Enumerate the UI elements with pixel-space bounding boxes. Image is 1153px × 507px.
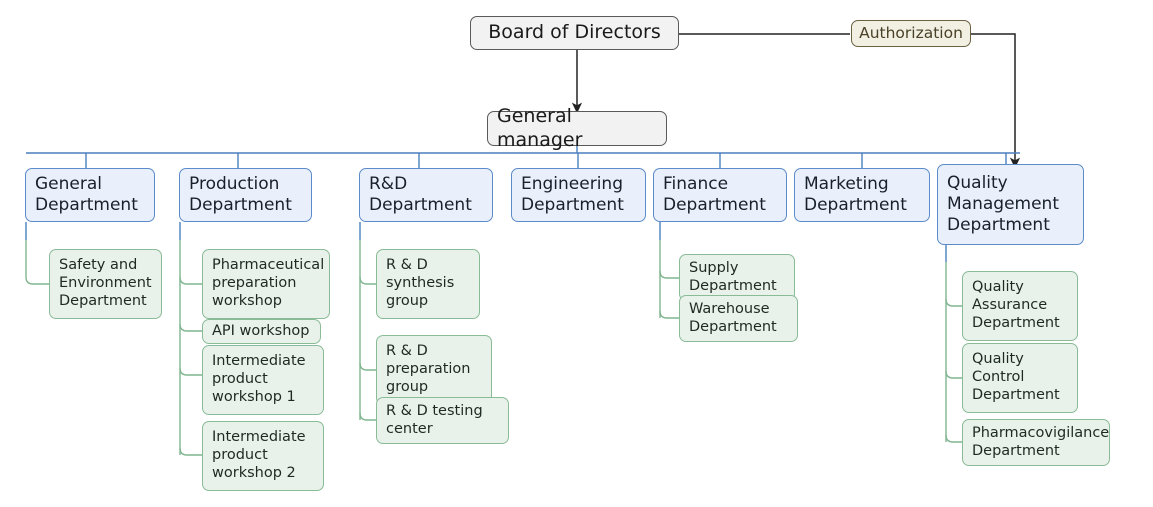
node-label: Quality Assurance Department: [972, 279, 1060, 331]
node-label: Marketing Department: [804, 174, 907, 215]
node-department-finance[interactable]: Finance Department: [653, 168, 787, 222]
branch-rnd-3: [359, 412, 377, 421]
node-subunit-rnd-testing-center[interactable]: R & D testing center: [376, 397, 509, 444]
node-subunit-intermediate-product-workshop-2[interactable]: Intermediate product workshop 2: [202, 421, 324, 491]
node-label: Finance Department: [663, 174, 766, 215]
node-subunit-warehouse-department[interactable]: Warehouse Department: [679, 295, 798, 342]
node-label: Intermediate product workshop 2: [212, 429, 306, 481]
node-department-quality-management[interactable]: Quality Management Department: [937, 164, 1084, 245]
node-label: API workshop: [212, 322, 310, 339]
node-subunit-supply-department[interactable]: Supply Department: [679, 254, 795, 301]
branch-production-4: [179, 447, 203, 456]
link-authorization-quality: [971, 33, 1021, 169]
branch-production-2: [179, 323, 203, 332]
node-subunit-pharmacovigilance-department[interactable]: Pharmacovigilance Department: [962, 419, 1110, 466]
branch-production-3: [179, 367, 203, 376]
node-subunit-api-workshop[interactable]: API workshop: [202, 319, 321, 344]
node-label: Quality Control Department: [972, 351, 1060, 403]
node-label: Safety and Environment Department: [59, 257, 152, 309]
node-department-rnd[interactable]: R&D Department: [359, 168, 493, 222]
node-label: R & D synthesis group: [386, 257, 455, 309]
node-label: General manager: [497, 105, 583, 151]
branch-production-1: [179, 276, 203, 285]
branch-quality-2: [945, 370, 963, 379]
node-label: Engineering Department: [521, 174, 624, 215]
node-label: R & D preparation group: [386, 343, 471, 395]
node-label: General Department: [35, 174, 138, 215]
branch-general-1: [25, 240, 50, 285]
node-label: Intermediate product workshop 1: [212, 353, 306, 405]
node-department-general[interactable]: General Department: [25, 168, 155, 222]
node-department-marketing[interactable]: Marketing Department: [794, 168, 930, 222]
node-label: Pharmaceutical preparation workshop: [212, 257, 325, 309]
node-label: Pharmacovigilance Department: [972, 424, 1110, 459]
node-label: R & D testing center: [386, 402, 483, 437]
node-subunit-rnd-synthesis-group[interactable]: R & D synthesis group: [376, 249, 480, 319]
branch-rnd-1: [359, 276, 377, 285]
node-subunit-rnd-preparation-group[interactable]: R & D preparation group: [376, 335, 492, 405]
node-authorization[interactable]: Authorization: [851, 20, 971, 47]
branch-quality-3: [945, 434, 963, 443]
node-label: Warehouse Department: [689, 300, 777, 335]
node-subunit-pharmaceutical-preparation-workshop[interactable]: Pharmaceutical preparation workshop: [202, 249, 330, 319]
node-subunit-safety-and-environment[interactable]: Safety and Environment Department: [49, 249, 162, 319]
node-subunit-quality-control-department[interactable]: Quality Control Department: [962, 343, 1078, 413]
node-department-production[interactable]: Production Department: [179, 168, 312, 222]
node-general-manager[interactable]: General manager: [487, 105, 667, 151]
node-department-engineering[interactable]: Engineering Department: [511, 168, 646, 222]
node-label: Supply Department: [689, 259, 777, 294]
node-label: Board of Directors: [488, 21, 661, 44]
branch-finance-1: [659, 270, 680, 279]
node-label: R&D Department: [369, 174, 472, 215]
node-label: Quality Management Department: [947, 173, 1059, 235]
node-board-of-directors[interactable]: Board of Directors: [470, 16, 679, 50]
node-subunit-intermediate-product-workshop-1[interactable]: Intermediate product workshop 1: [202, 345, 324, 415]
node-label: Production Department: [189, 174, 292, 215]
branch-quality-1: [945, 298, 963, 307]
node-label: Authorization: [859, 24, 963, 43]
node-subunit-quality-assurance-department[interactable]: Quality Assurance Department: [962, 271, 1078, 341]
branch-finance-2: [659, 310, 680, 319]
branch-rnd-2: [359, 362, 377, 371]
